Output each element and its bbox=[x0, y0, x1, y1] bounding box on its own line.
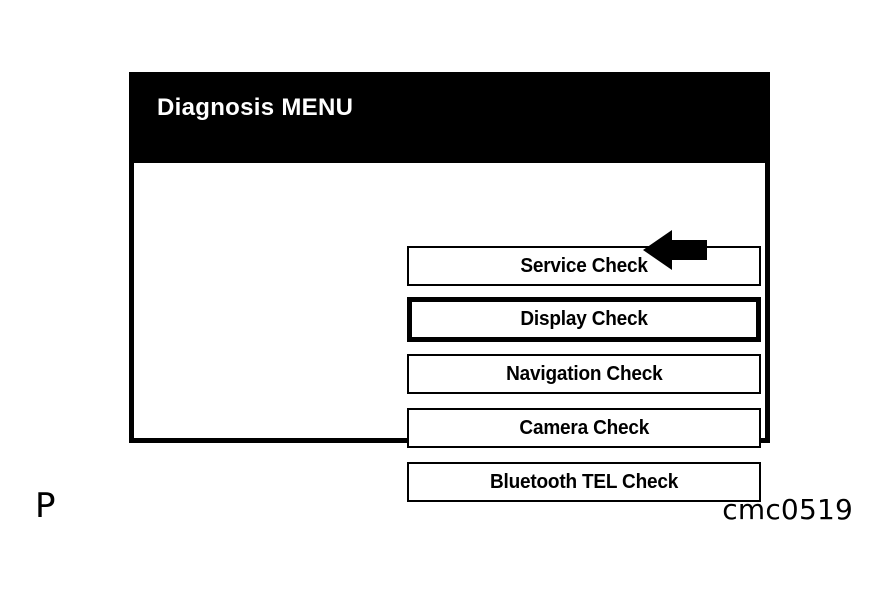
figure-code: cmc0519 bbox=[722, 493, 853, 526]
menu-item-camera-check[interactable]: Camera Check bbox=[407, 408, 761, 448]
menu-item-navigation-check[interactable]: Navigation Check bbox=[407, 354, 761, 394]
menu-item-label: Camera Check bbox=[519, 416, 649, 439]
menu-item-label: Display Check bbox=[520, 308, 648, 330]
page-title: Diagnosis MENU bbox=[157, 94, 354, 121]
menu-item-label: Navigation Check bbox=[505, 362, 663, 385]
menu-item-service-check[interactable]: Service Check bbox=[407, 246, 761, 286]
page-mark: P bbox=[35, 486, 56, 526]
menu-item-label: Bluetooth TEL Check bbox=[489, 470, 679, 493]
arrow-left-icon bbox=[643, 230, 707, 270]
menu-item-display-check[interactable]: Display Check bbox=[407, 297, 761, 342]
diagnosis-menu-list: Service Check Display Check Navigation C… bbox=[407, 246, 761, 502]
screen-title-bar: Diagnosis MENU bbox=[129, 72, 770, 163]
menu-item-label: Service Check bbox=[520, 254, 648, 277]
menu-item-bluetooth-tel-check[interactable]: Bluetooth TEL Check bbox=[407, 462, 761, 502]
